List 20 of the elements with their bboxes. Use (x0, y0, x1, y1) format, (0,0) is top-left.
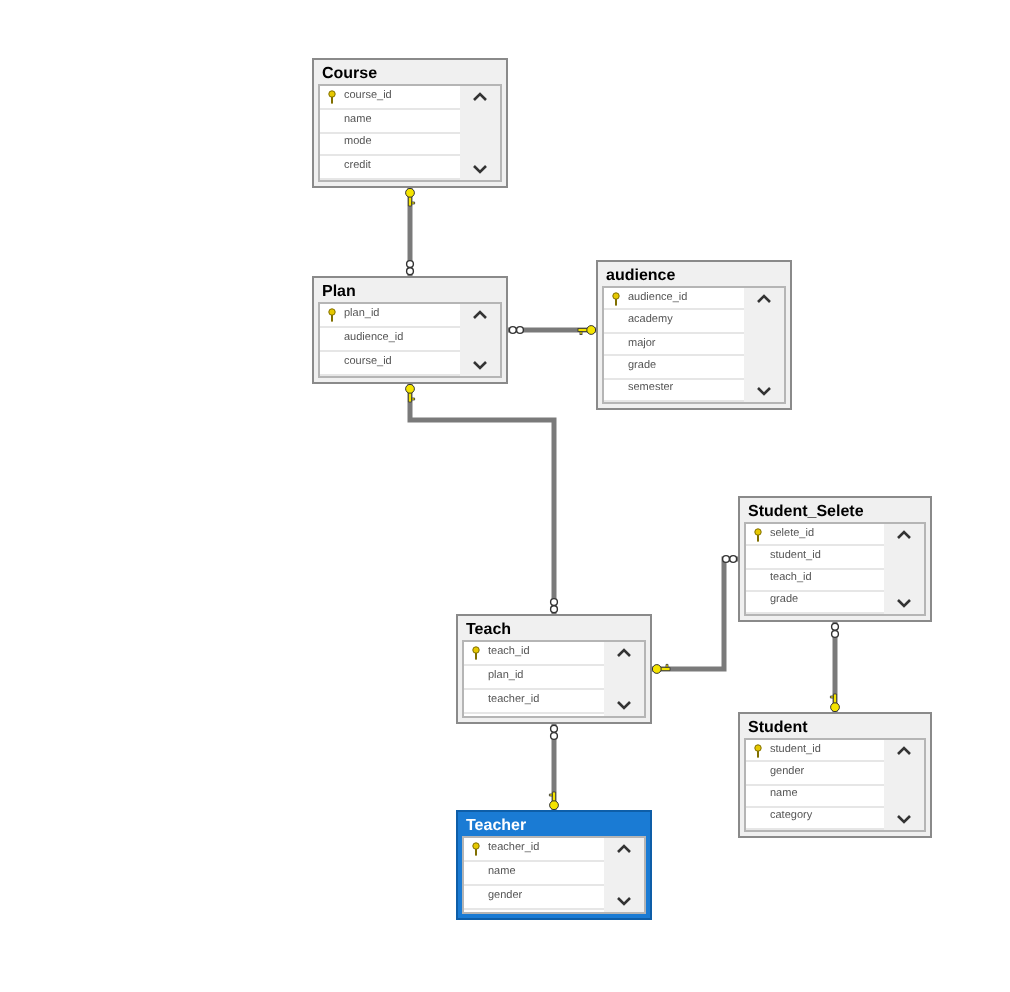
relationship-line (829, 622, 840, 713)
table-box (738, 712, 932, 838)
relationship-line (405, 383, 559, 614)
table-box (738, 496, 932, 622)
table-box (312, 58, 508, 188)
table-box (456, 614, 652, 724)
relationship-line (405, 187, 416, 276)
relationship-line (508, 325, 597, 336)
table-title: Student_Selete (746, 502, 866, 522)
relationship-line (651, 554, 738, 674)
table-title: Student (746, 718, 810, 738)
table-title: Teach (464, 620, 514, 640)
table-box (596, 260, 792, 410)
table-box (456, 810, 652, 920)
table-title: Course (320, 64, 380, 84)
table-box (312, 276, 508, 384)
table-title: Plan (320, 282, 358, 302)
relationship-line (548, 724, 559, 811)
table-title: Teacher (464, 816, 529, 836)
table-title: audience (604, 266, 678, 286)
